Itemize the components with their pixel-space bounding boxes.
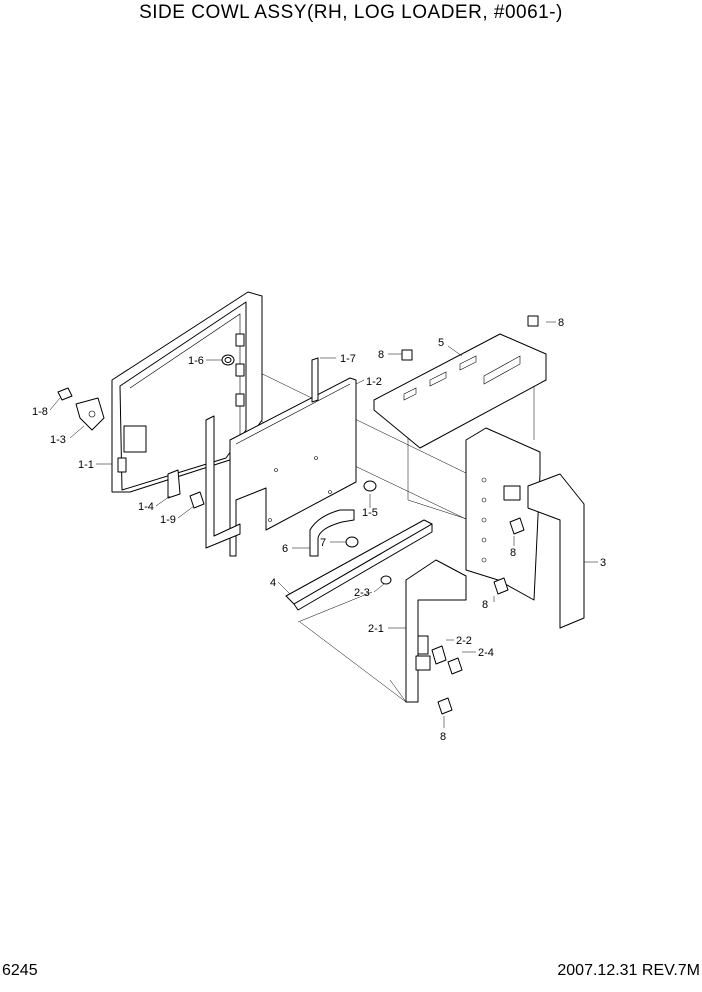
callout-label: 2-4 — [478, 647, 494, 659]
part-1-4-bracket — [167, 469, 205, 509]
part-3-side-cover — [465, 427, 585, 629]
part-1-2-panel — [229, 377, 357, 557]
part-5-top-bracket — [373, 333, 547, 449]
callout-label: 7 — [320, 537, 326, 549]
callout-label: 4 — [270, 577, 276, 589]
part-6-handle — [309, 509, 355, 557]
part-2-2-clip — [431, 645, 463, 675]
callout-label: 1-7 — [340, 353, 356, 365]
callout-label: 1-5 — [362, 507, 378, 519]
callout-label: 2-2 — [456, 635, 472, 647]
callout-label: 8 — [378, 349, 384, 361]
part-2-3-screw — [380, 575, 392, 585]
part-4-bar — [285, 519, 433, 611]
part-1-3-latch — [57, 387, 105, 431]
callout-label: 8 — [482, 599, 488, 611]
callout-label: 2-1 — [368, 623, 384, 635]
callout-label: 1-3 — [50, 434, 66, 446]
callout-label: 1-9 — [160, 514, 176, 526]
callout-label: 2-3 — [354, 587, 370, 599]
page-number: 6245 — [2, 962, 38, 979]
callout-labels: 8 8 5 1-7 1-6 1-2 1-8 1-3 1-1 1-4 1-9 1-… — [32, 317, 606, 743]
part-2-1-support — [405, 559, 467, 703]
callout-label: 1-6 — [188, 355, 204, 367]
callout-label: 6 — [282, 543, 288, 555]
part-7-nut — [345, 536, 359, 548]
callout-label: 1-8 — [32, 406, 48, 418]
diagram-title: SIDE COWL ASSY(RH, LOG LOADER, #0061-) — [139, 2, 563, 23]
callout-label: 8 — [510, 547, 516, 559]
part-1-7-seal-strip — [205, 357, 319, 549]
part-8-bolts — [401, 315, 539, 715]
part-1-5-bumper — [363, 480, 377, 492]
callout-label: 1-2 — [366, 376, 382, 388]
callout-label: 3 — [600, 557, 606, 569]
callout-label: 1-1 — [78, 459, 94, 471]
callout-label: 8 — [558, 317, 564, 329]
callout-label: 1-4 — [138, 501, 154, 513]
revision-date: 2007.12.31 REV.7M — [557, 962, 700, 979]
part-1-6-grommet — [221, 354, 235, 366]
callout-label: 8 — [440, 731, 446, 743]
callout-label: 5 — [438, 337, 444, 349]
callout-leaders — [49, 321, 598, 728]
